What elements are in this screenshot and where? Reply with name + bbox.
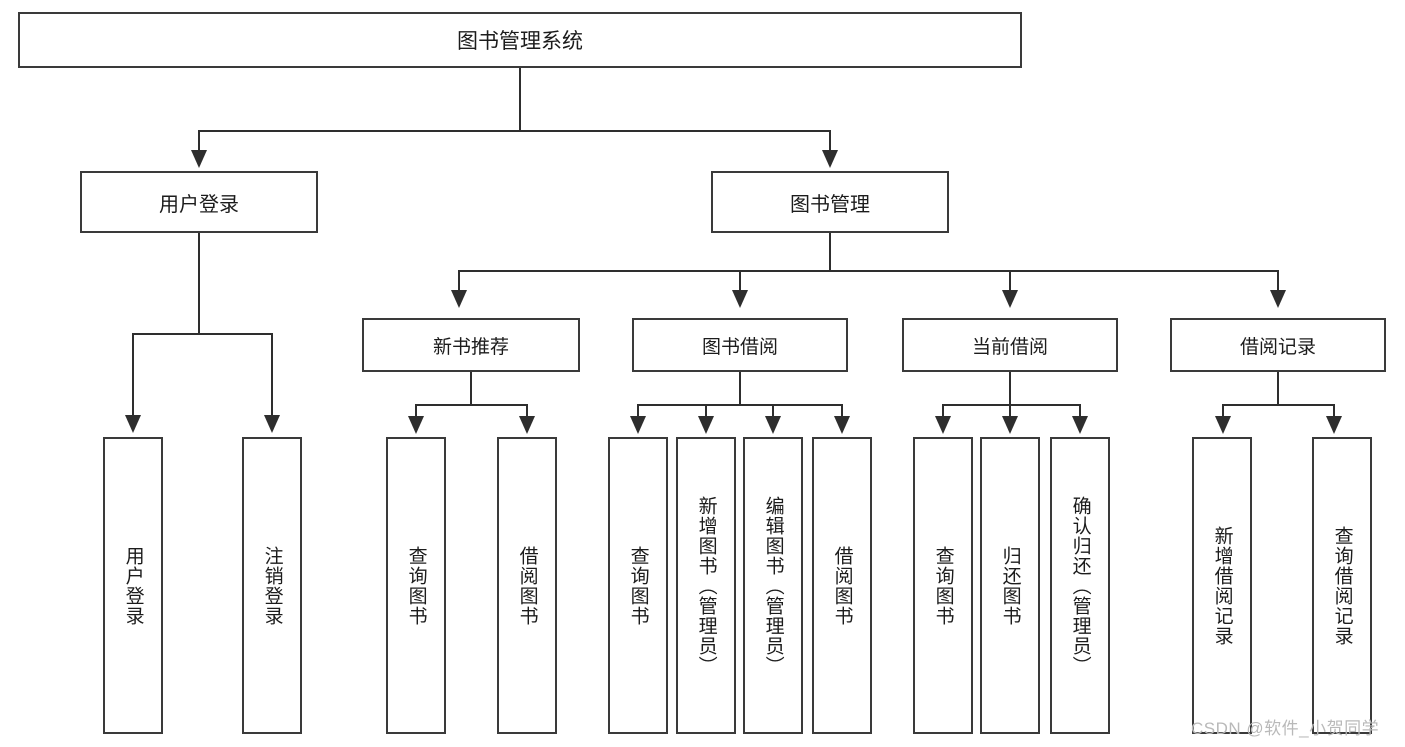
arrowhead-bb-leaf-2: [698, 416, 714, 434]
leaf-cb-query-book[interactable]: 查询图书: [913, 437, 973, 734]
connector-root-stem: [519, 68, 521, 130]
node-book-management[interactable]: 图书管理: [711, 171, 949, 233]
connector-book-management-stem: [829, 233, 831, 271]
node-label: 归还图书: [999, 545, 1021, 626]
node-label: 注销登录: [261, 545, 283, 626]
arrowhead-bb-leaf-4: [834, 416, 850, 434]
connector-bb-drop-3: [772, 404, 774, 418]
connector-bm-drop-3: [1009, 270, 1011, 292]
node-label: 图书管理: [790, 193, 870, 216]
connector-nbr-drop-1: [415, 404, 417, 418]
connector-root-drop-2: [829, 130, 831, 152]
node-label: 图书借阅: [701, 336, 778, 358]
node-label: 查询图书: [932, 545, 954, 626]
arrowhead-br-leaf-2: [1326, 416, 1342, 434]
connector-br-drop-1: [1222, 404, 1224, 418]
node-label: 图书管理系统: [457, 30, 583, 53]
node-label: 用户登录: [159, 193, 239, 216]
connector-bb-bus: [637, 404, 842, 406]
arrowhead-bb-leaf-3: [765, 416, 781, 434]
arrowhead-cb-leaf-2: [1002, 416, 1018, 434]
node-label: 新书推荐: [432, 336, 509, 358]
connector-cb-drop-3: [1079, 404, 1081, 418]
arrowhead-user-login-leaf-2: [264, 415, 280, 433]
connector-user-login-drop-2: [271, 333, 273, 417]
connector-bm-drop-4: [1277, 270, 1279, 292]
node-label: 借阅图书: [516, 545, 538, 626]
connector-bm-drop-2: [739, 270, 741, 292]
connector-book-management-bus: [458, 270, 1278, 272]
connector-bb-drop-1: [637, 404, 639, 418]
connector-bb-stem: [739, 372, 741, 405]
connector-user-login-drop-1: [132, 333, 134, 417]
connector-br-bus: [1222, 404, 1334, 406]
connector-user-login-bus: [132, 333, 272, 335]
leaf-nbr-borrow-book[interactable]: 借阅图书: [497, 437, 557, 734]
leaf-bb-borrow-book[interactable]: 借阅图书: [812, 437, 872, 734]
node-label: 新增图书（管理员）: [695, 495, 717, 676]
leaf-user-login-logout[interactable]: 注销登录: [242, 437, 302, 734]
watermark-text: CSDN @软件_小贺同学: [1191, 719, 1380, 738]
arrowhead-root-to-user-login: [191, 150, 207, 168]
leaf-bb-add-book-admin[interactable]: 新增图书（管理员）: [676, 437, 736, 734]
node-label: 新增借阅记录: [1211, 525, 1233, 646]
node-label: 当前借阅: [971, 336, 1048, 358]
node-current-borrow[interactable]: 当前借阅: [902, 318, 1118, 372]
node-book-borrow[interactable]: 图书借阅: [632, 318, 848, 372]
arrowhead-bm-to-book-borrow: [732, 290, 748, 308]
node-label: 查询借阅记录: [1331, 525, 1353, 646]
node-label: 借阅图书: [831, 545, 853, 626]
node-label: 用户登录: [122, 545, 144, 626]
connector-cb-drop-2: [1009, 404, 1011, 418]
arrowhead-br-leaf-1: [1215, 416, 1231, 434]
arrowhead-nbr-leaf-2: [519, 416, 535, 434]
connector-nbr-stem: [470, 372, 472, 405]
node-borrow-record[interactable]: 借阅记录: [1170, 318, 1386, 372]
node-user-login[interactable]: 用户登录: [80, 171, 318, 233]
node-label: 确认归还（管理员）: [1069, 495, 1091, 676]
arrowhead-user-login-leaf-1: [125, 415, 141, 433]
connector-br-stem: [1277, 372, 1279, 405]
node-label: 查询图书: [405, 545, 427, 626]
connector-bb-drop-4: [841, 404, 843, 418]
leaf-cb-return-book[interactable]: 归还图书: [980, 437, 1040, 734]
leaf-br-add-record[interactable]: 新增借阅记录: [1192, 437, 1252, 734]
leaf-cb-confirm-return-admin[interactable]: 确认归还（管理员）: [1050, 437, 1110, 734]
arrowhead-cb-leaf-1: [935, 416, 951, 434]
leaf-br-query-record[interactable]: 查询借阅记录: [1312, 437, 1372, 734]
node-label: 查询图书: [627, 545, 649, 626]
arrowhead-bm-to-borrow-record: [1270, 290, 1286, 308]
arrowhead-bb-leaf-1: [630, 416, 646, 434]
connector-cb-stem: [1009, 372, 1011, 405]
leaf-nbr-query-book[interactable]: 查询图书: [386, 437, 446, 734]
connector-nbr-bus: [415, 404, 527, 406]
node-root-book-management-system[interactable]: 图书管理系统: [18, 12, 1022, 68]
arrowhead-bm-to-new-book-recommend: [451, 290, 467, 308]
node-label: 借阅记录: [1239, 336, 1316, 358]
arrowhead-cb-leaf-3: [1072, 416, 1088, 434]
connector-root-drop-1: [198, 130, 200, 152]
connector-cb-bus: [942, 404, 1080, 406]
arrowhead-root-to-book-management: [822, 150, 838, 168]
connector-root-bus: [198, 130, 830, 132]
arrowhead-bm-to-current-borrow: [1002, 290, 1018, 308]
connector-cb-drop-1: [942, 404, 944, 418]
connector-bb-drop-2: [705, 404, 707, 418]
connector-br-drop-2: [1333, 404, 1335, 418]
leaf-bb-edit-book-admin[interactable]: 编辑图书（管理员）: [743, 437, 803, 734]
connector-bm-drop-1: [458, 270, 460, 292]
leaf-user-login-login[interactable]: 用户登录: [103, 437, 163, 734]
arrowhead-nbr-leaf-1: [408, 416, 424, 434]
connector-nbr-drop-2: [526, 404, 528, 418]
node-label: 编辑图书（管理员）: [762, 495, 784, 676]
leaf-bb-query-book[interactable]: 查询图书: [608, 437, 668, 734]
connector-user-login-stem: [198, 233, 200, 334]
node-new-book-recommend[interactable]: 新书推荐: [362, 318, 580, 372]
